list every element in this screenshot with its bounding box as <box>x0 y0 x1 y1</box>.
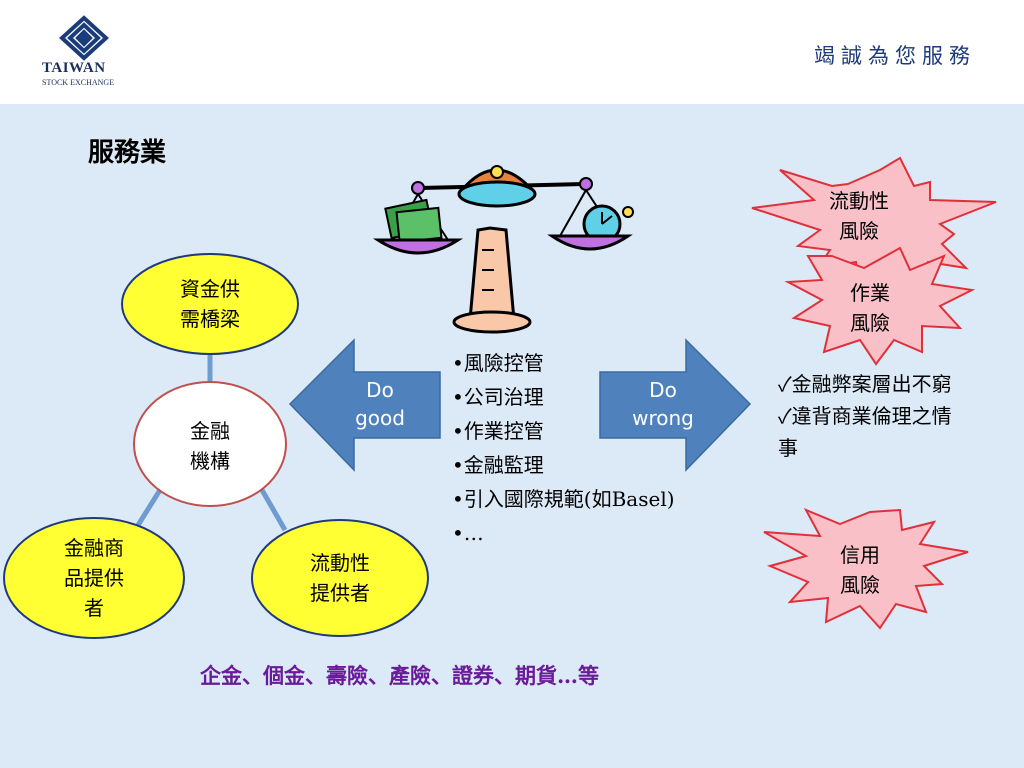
consequence-list: ✓金融弊案層出不窮 ✓違背商業倫理之情事 <box>778 368 953 464</box>
risk-star-liquidity-label: 流動性風險 <box>829 189 889 243</box>
logo-name: TAIWAN <box>42 60 106 76</box>
twse-logo-icon <box>59 15 109 61</box>
list-item: •… <box>452 521 484 545</box>
risk-star-operation-shape <box>784 246 976 366</box>
node-top-shape <box>121 253 299 355</box>
logo-subtitle: STOCK EXCHANGE <box>42 78 115 87</box>
list-item: •風險控管 <box>452 351 544 375</box>
node-center-shape <box>133 381 287 507</box>
list-item: •作業控管 <box>452 419 544 443</box>
node-right-shape <box>251 519 429 637</box>
arrow-do-wrong-shape <box>599 338 752 472</box>
node-left-label: 金融商品提供者 <box>64 536 124 620</box>
header-bar <box>0 0 1024 104</box>
node-top-label: 資金供需橋梁 <box>180 277 240 331</box>
balance-scale-icon <box>372 165 634 334</box>
connector-right <box>259 488 288 532</box>
list-item: •公司治理 <box>452 385 544 409</box>
node-right-label: 流動性提供者 <box>310 551 370 605</box>
industry-footer: 企金、個金、壽險、產險、證券、期貨…等 <box>200 663 599 688</box>
slogan: 竭誠為您服務 <box>814 44 976 68</box>
page-title: 服務業 <box>88 138 167 168</box>
risk-star-credit-shape <box>763 508 969 630</box>
node-center-label: 金融機構 <box>190 419 230 473</box>
risk-star-operation-label: 作業風險 <box>850 281 890 335</box>
risk-control-list: •風險控管 •公司治理 •作業控管 •金融監理 •引入國際規範(如Basel) … <box>452 346 675 550</box>
list-item: •金融監理 <box>452 453 544 477</box>
arrow-do-good-shape <box>288 338 441 472</box>
risk-star-credit-label: 信用風險 <box>840 543 880 597</box>
node-left-shape <box>3 517 185 639</box>
list-item: ✓金融弊案層出不窮 <box>778 372 952 396</box>
list-item: •引入國際規範(如Basel) <box>452 487 675 511</box>
connector-left <box>132 488 163 532</box>
list-item: ✓違背商業倫理之情事 <box>778 404 952 460</box>
